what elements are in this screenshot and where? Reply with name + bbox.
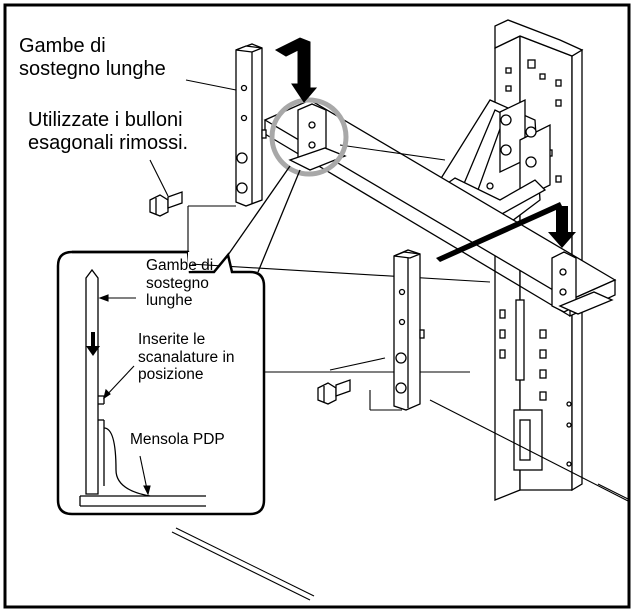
lower-bracket-tab xyxy=(551,251,614,315)
detail-arrow xyxy=(86,332,100,356)
label-leaders xyxy=(98,79,237,496)
callout-leader xyxy=(227,165,301,273)
upper-bracket-tab xyxy=(288,103,347,171)
upper-hex-bolt xyxy=(149,191,183,217)
label-pdp-bracket: Mensola PDP xyxy=(130,431,225,448)
detail-bracket xyxy=(79,427,206,507)
upper-support-leg xyxy=(235,43,267,207)
label-detail-long-legs: Gambe di sostegno lunghe xyxy=(146,257,214,309)
label-long-support-legs: Gambe di sostegno lunghe xyxy=(19,35,166,80)
upper-down-arrow xyxy=(274,37,318,103)
highlight-circle xyxy=(269,97,349,177)
outer-border xyxy=(3,3,631,609)
label-use-hex-bolts: Utilizzate i bulloni esagonali rimossi. xyxy=(28,109,189,154)
detail-leg xyxy=(85,268,105,495)
lower-down-arrow xyxy=(436,202,576,262)
lower-hex-bolt xyxy=(317,379,351,405)
label-insert-grooves: Inserite le scanalature in posizione xyxy=(138,331,235,383)
lower-support-leg xyxy=(393,249,425,411)
guide-lines xyxy=(171,144,631,601)
detail-callout xyxy=(56,250,266,516)
